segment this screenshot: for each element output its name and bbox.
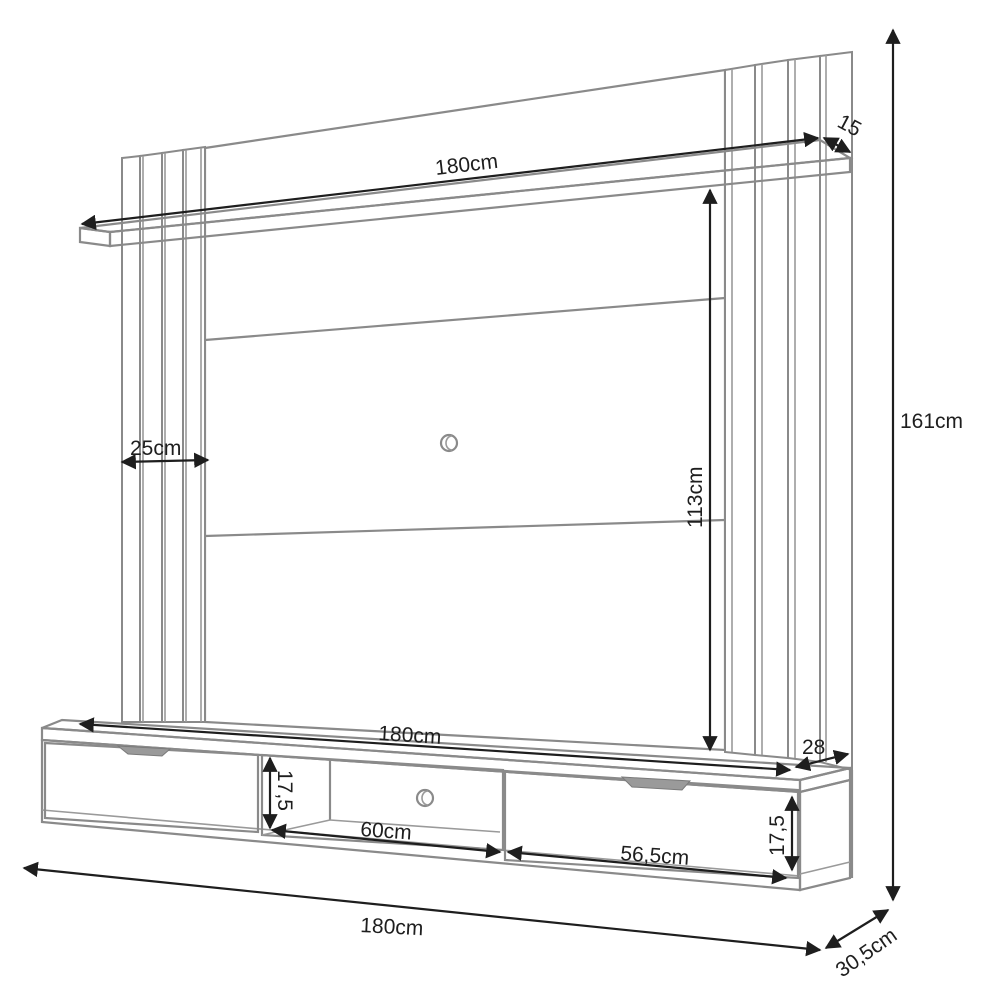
- label-rack-top-width: 180cm: [378, 722, 442, 749]
- left-slat-column: [121, 145, 206, 723]
- label-total-depth: 30,5cm: [832, 924, 902, 982]
- cable-pass-hole-panel: [439, 433, 459, 453]
- label-total-height: 161cm: [900, 410, 963, 433]
- label-slat-column-width: 25cm: [130, 437, 181, 460]
- cable-pass-hole-niche: [415, 788, 435, 808]
- dimension-lines: [22, 28, 901, 957]
- label-tv-panel-height: 113cm: [684, 467, 707, 528]
- label-right-drawer-width: 56,5cm: [620, 842, 690, 870]
- label-center-niche-width: 60cm: [360, 818, 413, 845]
- label-left-niche-height: 17,5: [273, 770, 296, 811]
- label-right-drawer-height: 17,5: [766, 815, 789, 856]
- label-rack-depth: 28: [802, 736, 825, 759]
- label-total-width: 180cm: [360, 914, 424, 940]
- right-slat-column: [724, 50, 854, 878]
- left-drawer: [43, 741, 260, 834]
